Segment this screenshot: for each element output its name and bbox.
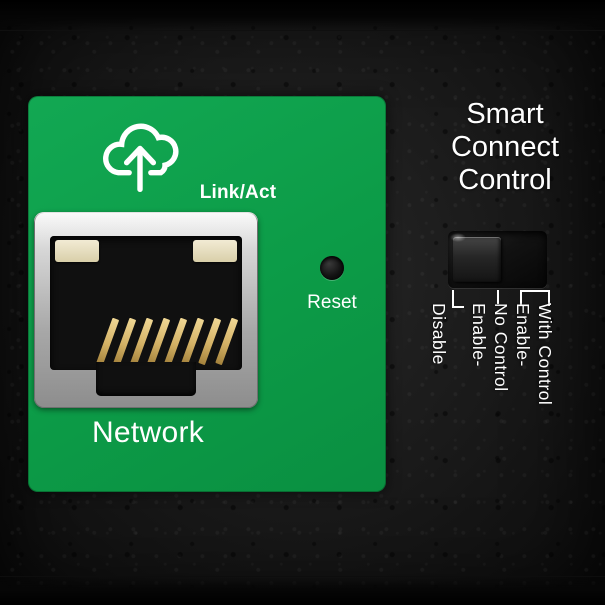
ethernet-port-opening	[50, 236, 242, 370]
cloud-upload-icon	[90, 108, 190, 194]
smart-connect-title: Smart Connect Control	[450, 98, 559, 196]
switch-label-enable-no-control: Enable- No Control	[469, 303, 511, 392]
latch-tab-right	[193, 240, 237, 262]
reset-button[interactable]	[320, 256, 344, 280]
link-act-label: Link/Act	[199, 182, 277, 203]
reset-label: Reset	[307, 292, 357, 313]
network-label: Network	[91, 416, 205, 449]
connector-pins	[96, 312, 239, 366]
smart-connect-switch[interactable]	[448, 231, 547, 288]
network-module-panel: Link/Act Reset Network	[28, 96, 386, 492]
switch-label-disable: Disable	[429, 303, 449, 365]
switch-marker-no-control	[497, 290, 499, 304]
switch-label-enable-with-control: Enable- With Control	[513, 303, 555, 406]
ethernet-port-notch	[96, 362, 196, 396]
ethernet-port	[34, 212, 258, 408]
panel-bottom-bevel	[0, 576, 605, 605]
panel-top-bevel	[0, 0, 605, 31]
switch-marker-disable	[452, 290, 464, 308]
switch-knob[interactable]	[453, 237, 501, 282]
switch-marker-with-control	[520, 290, 550, 306]
latch-tab-left	[55, 240, 99, 262]
